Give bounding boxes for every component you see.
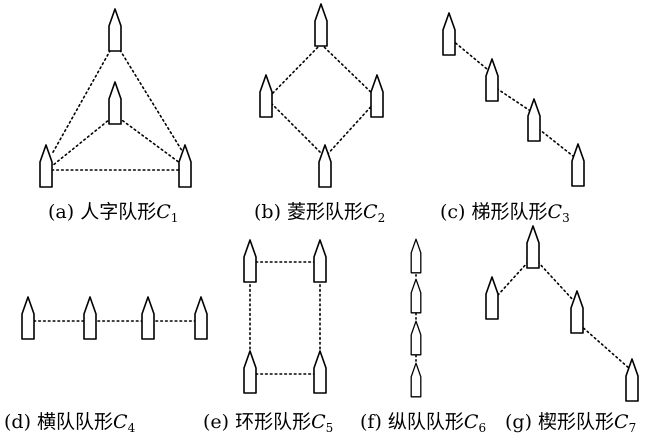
panel-b-caption: (b) 菱形队形C2 — [254, 201, 385, 225]
panel-a-caption: (a) 人字队形C1 — [48, 201, 178, 225]
ship-icon — [442, 12, 456, 56]
ship-icon — [259, 74, 273, 118]
ship-icon — [243, 239, 257, 283]
ship-icon — [410, 320, 422, 356]
ship-icon — [21, 296, 35, 340]
ship-icon — [570, 290, 584, 334]
panel-c-caption: (c) 梯形队形C3 — [440, 201, 570, 225]
ship-icon — [571, 143, 585, 187]
ship-icon — [141, 296, 155, 340]
ship-icon — [370, 74, 384, 118]
panel-b-links — [267, 43, 378, 158]
ship-icon — [625, 358, 639, 402]
ship-icon — [318, 144, 332, 188]
panel-e-caption: (e) 环形队形C5 — [203, 411, 333, 435]
ship-icon — [485, 276, 499, 320]
panel-c-links — [451, 39, 579, 161]
panel-g: (g) 楔形队形C7 — [485, 225, 639, 435]
ship-icon — [410, 278, 422, 314]
ship-icon — [526, 225, 540, 269]
ship-icon — [83, 296, 97, 340]
panel-d-caption: (d) 横队队形C4 — [4, 411, 136, 435]
panel-b: (b) 菱形队形C2 — [254, 3, 385, 225]
panel-g-caption: (g) 楔形队形C7 — [505, 411, 636, 435]
panel-f-caption: (f) 纵队队形C6 — [360, 411, 486, 435]
ship-icon — [243, 350, 257, 394]
ship-icon — [313, 350, 327, 394]
panel-a-links — [51, 41, 185, 171]
panel-d: (d) 横队队形C4 — [4, 296, 208, 435]
ship-icon — [314, 3, 328, 47]
panel-e: (e) 环形队形C5 — [203, 239, 333, 435]
ship-icon — [178, 144, 192, 188]
ship-icon — [410, 362, 422, 398]
panel-c: (c) 梯形队形C3 — [440, 12, 585, 225]
panel-e-links — [249, 261, 321, 375]
ship-icon — [194, 296, 208, 340]
ship-icon — [39, 144, 53, 188]
ship-icon — [485, 58, 499, 102]
ship-icon — [108, 81, 122, 125]
panel-a: (a) 人字队形C1 — [39, 8, 192, 225]
panel-g-links — [497, 261, 631, 370]
ship-icon — [108, 8, 122, 52]
panel-f: (f) 纵队队形C6 — [360, 238, 486, 435]
ship-icon — [527, 98, 541, 142]
ship-icon — [313, 239, 327, 283]
ship-icon — [410, 238, 422, 274]
